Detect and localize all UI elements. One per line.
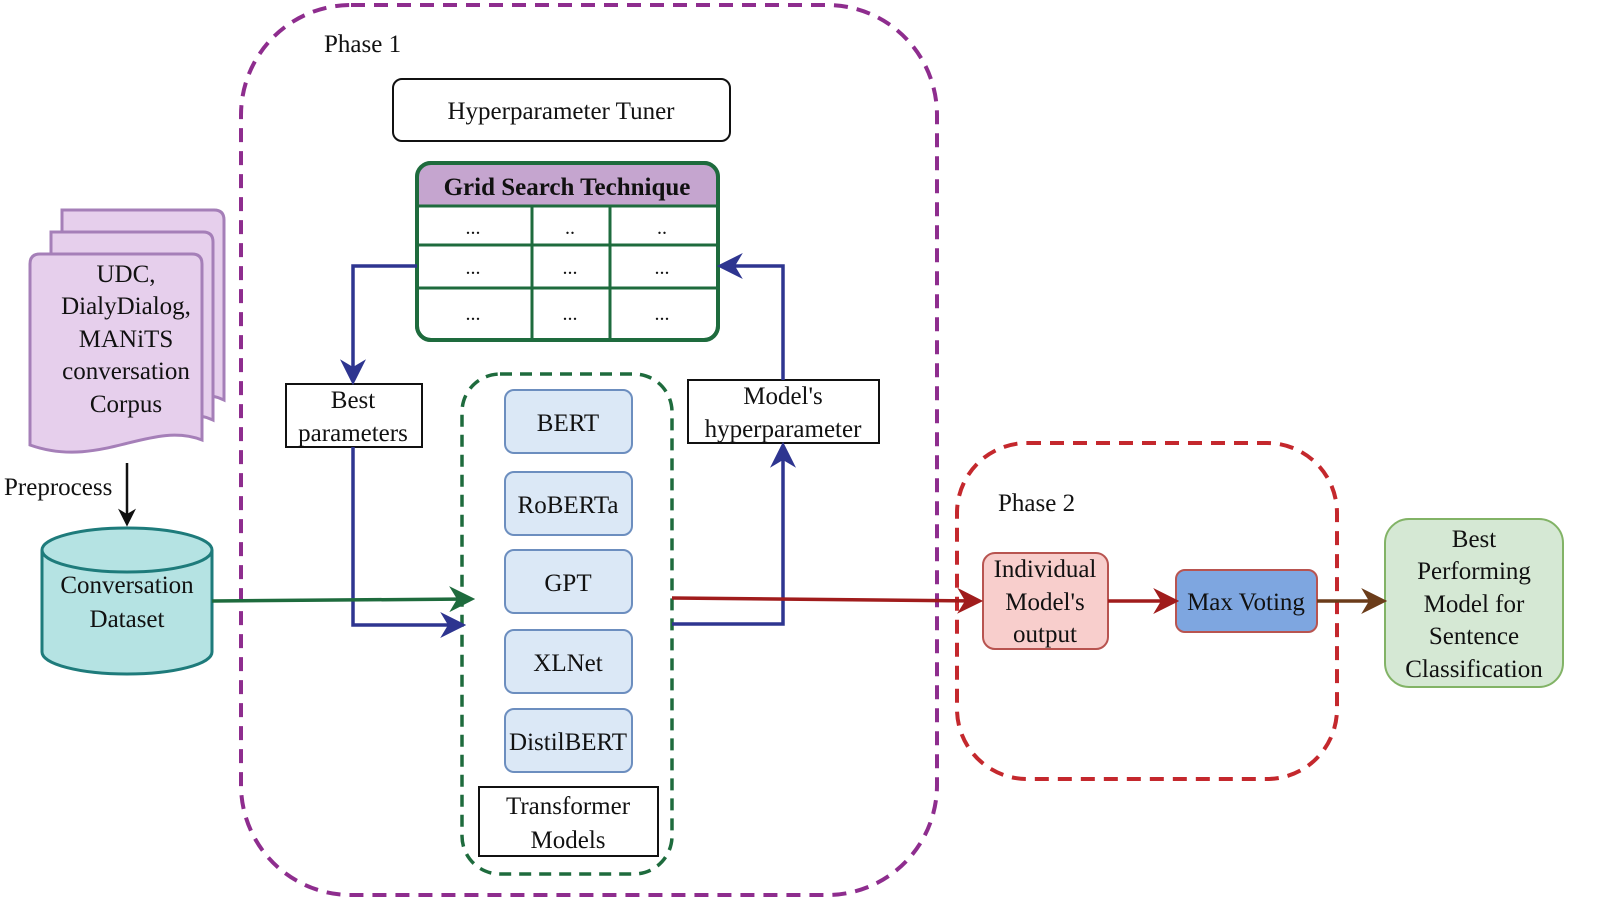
best-parameters-line: parameters xyxy=(298,420,408,447)
best-parameters-box: Best parameters xyxy=(285,383,423,448)
phase-2-container: Phase 2 xyxy=(955,441,1339,781)
hyperparameter-tuner-label: Hyperparameter Tuner xyxy=(447,98,675,125)
grid-cell: ... xyxy=(466,257,481,279)
best-model-line: Classification xyxy=(1405,656,1543,683)
phase-1-label: Phase 1 xyxy=(324,31,401,58)
max-voting-box: Max Voting xyxy=(1175,569,1318,633)
caption-line: Models xyxy=(531,827,606,854)
phase-2-label: Phase 2 xyxy=(998,490,1075,517)
corpus-line: conversation xyxy=(62,358,190,385)
caption-line: Transformer xyxy=(506,793,631,820)
max-voting-label: Max Voting xyxy=(1187,589,1305,616)
preprocess-label: Preprocess xyxy=(4,474,112,501)
model-hyperparameter-line: Model's xyxy=(743,383,823,410)
best-parameters-line: Best xyxy=(331,387,376,414)
model-label: DistilBERT xyxy=(509,729,627,756)
best-model-line: Model for xyxy=(1424,591,1525,618)
corpus-line: Corpus xyxy=(90,391,162,418)
best-model-line: Sentence xyxy=(1429,623,1519,650)
grid-cell: ... xyxy=(563,303,578,325)
model-label: BERT xyxy=(537,410,599,437)
dataset-line: Conversation xyxy=(60,572,194,599)
models-to-individual-arrow xyxy=(671,587,984,614)
connectors xyxy=(211,253,1388,638)
grid-to-best-params-arrow xyxy=(340,264,417,386)
phase-1-container: Phase 1 xyxy=(239,3,939,897)
individual-line: Model's xyxy=(1005,589,1085,616)
model-gpt: GPT xyxy=(504,549,633,614)
best-params-to-models-arrow xyxy=(351,447,467,638)
model-label: GPT xyxy=(544,570,591,597)
grid-cell: ... xyxy=(563,257,578,279)
best-model-line: Performing xyxy=(1417,558,1531,585)
transformer-models-caption: Transformer Models xyxy=(478,786,659,857)
grid-cell: .. xyxy=(657,217,667,239)
model-hyperparameter-box: Model's hyperparameter xyxy=(687,379,880,444)
best-model-box: Best Performing Model for Sentence Class… xyxy=(1384,518,1564,688)
best-model-line: Best xyxy=(1452,526,1497,553)
model-bert: BERT xyxy=(504,389,633,454)
model-label: RoBERTa xyxy=(518,492,619,519)
corpus-line: DialyDialog, xyxy=(61,293,191,320)
hyperparameter-tuner-box: Hyperparameter Tuner xyxy=(392,78,731,142)
grid-search-table: Grid Search Technique ... .. .. ... ... … xyxy=(415,161,720,342)
grid-cell: ... xyxy=(466,303,481,325)
corpus-line: MANiTS xyxy=(79,326,173,353)
hyperparameter-to-grid-arrow xyxy=(716,253,785,380)
corpus-line: UDC, xyxy=(96,261,155,288)
dataset-to-models-arrow xyxy=(211,586,476,613)
grid-cell: ... xyxy=(466,217,481,239)
individual-line: output xyxy=(1013,621,1077,648)
grid-cell: .. xyxy=(565,217,575,239)
models-to-hyperparameter-arrow xyxy=(672,441,796,626)
dataset-line: Dataset xyxy=(90,606,165,633)
preprocess-step: Preprocess xyxy=(4,463,136,527)
model-roberta: RoBERTa xyxy=(504,471,633,536)
model-label: XLNet xyxy=(533,650,602,677)
corpus-documents: UDC, DialyDialog, MANiTS conversation Co… xyxy=(28,208,226,454)
individual-output-box: Individual Model's output xyxy=(982,552,1109,650)
transformer-models-container: BERT RoBERTa GPT XLNet DistilBERT Transf… xyxy=(460,372,674,876)
conversation-dataset-cylinder: Conversation Dataset xyxy=(40,526,214,676)
individual-line: Individual xyxy=(994,556,1097,583)
grid-cell: ... xyxy=(655,303,670,325)
grid-search-title: Grid Search Technique xyxy=(444,174,691,201)
grid-cell: ... xyxy=(655,257,670,279)
model-hyperparameter-line: hyperparameter xyxy=(705,416,863,443)
model-xlnet: XLNet xyxy=(504,629,633,694)
model-distilbert: DistilBERT xyxy=(504,708,633,773)
